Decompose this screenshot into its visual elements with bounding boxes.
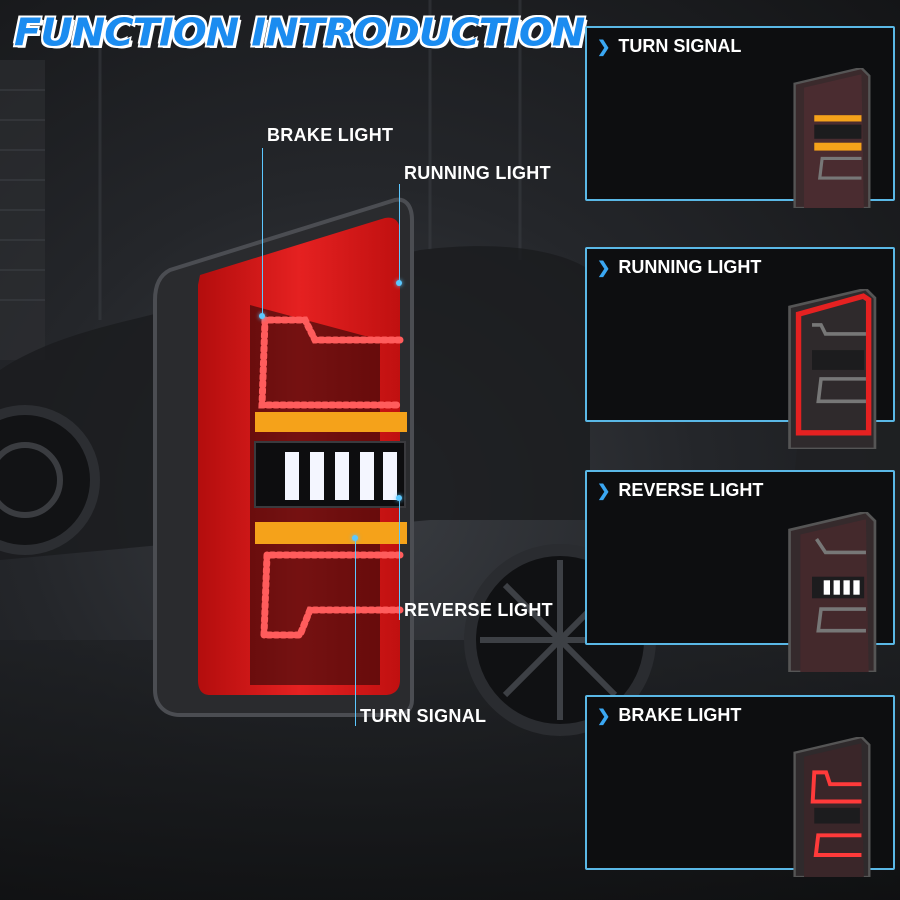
chevron-right-icon: ❯ [597,260,611,277]
tail-light-main [153,197,414,717]
panel-reverse-light: ❯ REVERSE LIGHT [585,470,895,672]
callout-running-light: RUNNING LIGHT [404,163,551,183]
turn-leader-dot [352,535,358,541]
turn-leader-line [355,538,356,726]
panel-label: REVERSE LIGHT [618,480,764,500]
panel-label: BRAKE LIGHT [618,705,742,725]
callout-brake-light: BRAKE LIGHT [267,125,394,145]
callout-reverse-light: REVERSE LIGHT [404,600,553,620]
tail-light-reverse-preview [788,512,877,672]
panel-title: ❯ BRAKE LIGHT [597,705,741,726]
chevron-right-icon: ❯ [597,708,611,725]
tail-light-brake-preview [793,737,871,877]
page-title: FUNCTION INTRODUCTION [14,11,585,55]
tail-light-turn-preview [793,68,871,208]
panel-turn-signal: ❯ TURN SIGNAL [585,26,895,208]
running-leader-line [399,184,400,284]
panel-label: RUNNING LIGHT [618,257,762,277]
brake-leader-dot [259,313,265,319]
reverse-leader-line [399,498,400,620]
panel-title: ❯ REVERSE LIGHT [597,480,763,501]
tail-light-running-preview [788,289,877,449]
reverse-leader-dot [396,495,402,501]
brake-leader-line [262,148,263,316]
chevron-right-icon: ❯ [597,39,611,56]
running-leader-dot [396,280,402,286]
panel-title: ❯ RUNNING LIGHT [597,257,761,278]
chevron-right-icon: ❯ [597,483,611,500]
panel-brake-light: ❯ BRAKE LIGHT [585,695,895,877]
callout-turn-signal: TURN SIGNAL [360,706,487,726]
panel-title: ❯ TURN SIGNAL [597,36,741,57]
panel-label: TURN SIGNAL [618,36,742,56]
panel-running-light: ❯ RUNNING LIGHT [585,247,895,449]
